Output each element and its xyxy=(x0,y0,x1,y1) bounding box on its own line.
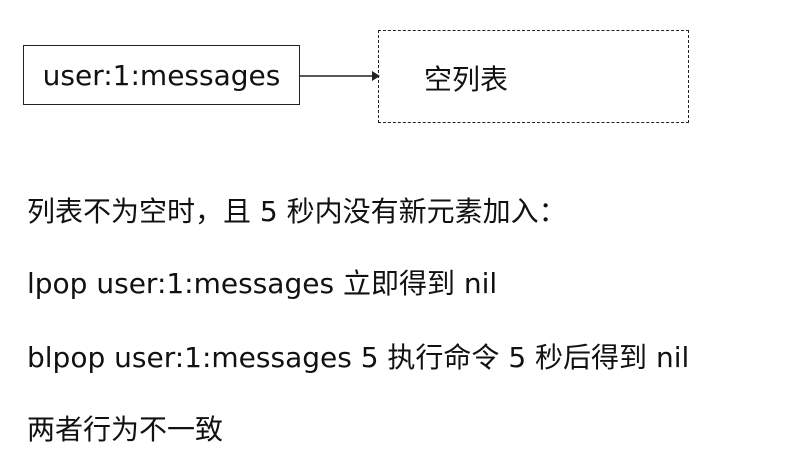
note-line-4: 两者行为不一致 xyxy=(27,413,224,446)
note-line-1: 列表不为空时，且 5 秒内没有新元素加入： xyxy=(27,195,567,228)
arrow-icon xyxy=(300,71,380,81)
key-box: user:1:messages xyxy=(23,45,300,105)
list-label: 空列表 xyxy=(424,63,509,96)
key-label: user:1:messages xyxy=(42,58,281,92)
empty-list-box: 空列表 xyxy=(378,30,689,123)
note-line-2: lpop user:1:messages 立即得到 nil xyxy=(27,267,498,300)
note-line-3: blpop user:1:messages 5 执行命令 5 秒后得到 nil xyxy=(27,341,690,374)
